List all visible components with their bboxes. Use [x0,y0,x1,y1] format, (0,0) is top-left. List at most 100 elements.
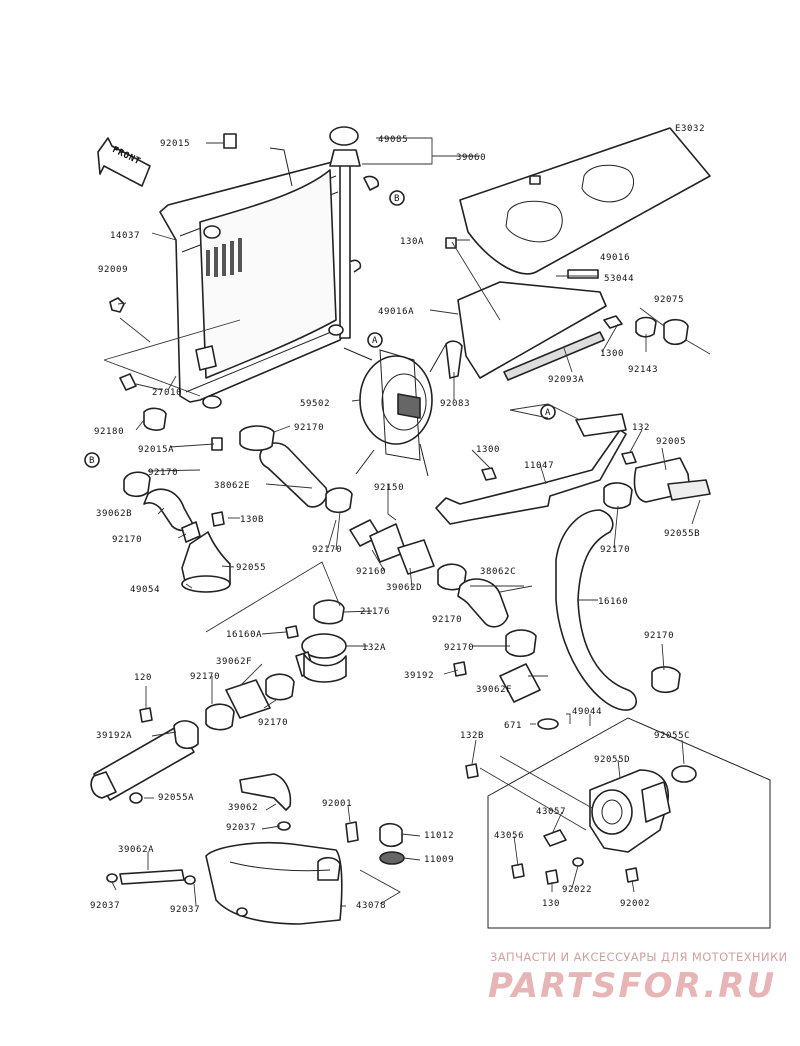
label-92180: 92180 [94,427,124,437]
label-92083: 92083 [440,399,470,409]
label-92055d: 92055D [594,755,630,765]
label-132b: 132B [460,731,484,741]
callout-b-2: B [84,452,100,468]
label-92143: 92143 [628,365,658,375]
hose-38062c [555,509,638,711]
pipe-39192 [499,663,541,703]
label-92037-a: 92037 [226,823,256,833]
hose-end-92170 [181,521,201,543]
bolt-130b [211,511,225,527]
bolt-120 [139,707,153,723]
label-92075: 92075 [654,295,684,305]
clip-92015 [223,133,237,149]
bolt-130 [545,869,559,885]
label-92055b: 92055B [664,529,700,539]
svg-text:B: B [394,194,400,204]
diagram-code: E3032 [675,124,705,134]
bolt-1300c [481,467,497,481]
label-92055c: 92055C [654,731,690,741]
label-92170-b: 92170 [148,468,178,478]
clamp-92170-f [603,482,633,510]
bolt-132 [621,451,637,465]
svg-text:A: A [545,408,551,418]
label-39192: 39062F [476,685,512,695]
clamp-92170-b [123,471,151,498]
label-16160: 92055 [236,563,266,573]
label-43057: 43057 [536,807,566,817]
label-39062b: 39062B [96,509,132,519]
sleeve-92180 [143,407,167,431]
label-92170-f: 92170 [432,615,462,625]
label-43056: 43056 [494,831,524,841]
water-pump-49044 [589,769,671,853]
label-92001: 92001 [322,799,352,809]
strip-53044 [567,269,599,279]
label-21176: 16160A [226,630,262,640]
washer-92022 [572,857,584,867]
hose-38062e [259,442,328,508]
label-92009: 92009 [98,265,128,275]
callout-a-2: A [540,404,556,420]
sensor-21176 [285,625,299,639]
watermark-brand-logo: PARTSFOR.RU [488,966,777,1006]
label-39062a: 39062A [118,845,154,855]
hose-39062a [119,869,185,885]
clamp-92170-h [205,703,235,731]
label-49016: 49016 [600,253,630,263]
clamp-92170-e [505,629,537,658]
bracket-11047 [435,413,627,525]
label-39062: 39062 [228,803,258,813]
bolt-92009 [109,297,125,313]
label-92170-c: 92170 [112,535,142,545]
label-39062f: 39062F [216,657,252,667]
seal-92083 [445,340,463,379]
plate-43057 [543,829,567,847]
label-92093a: 92093A [548,375,584,385]
label-1300c: 1300 [476,445,500,455]
hose-39062d [457,578,509,628]
label-92015: 92015 [160,139,190,149]
label-59502: 59502 [300,399,330,409]
svg-text:B: B [89,456,95,466]
label-92170-d: 92170 [312,545,342,555]
shroud-49016a [457,281,607,381]
radiator-cap [329,126,359,146]
cap-seal-11009 [379,851,405,865]
gasket-92055b [667,479,711,501]
watermark-tagline: ЗАПЧАСТИ И АКСЕССУАРЫ ДЛЯ МОТОТЕХНИКИ [490,950,788,964]
label-49054: 21176 [360,607,390,617]
front-arrow-icon: FRONT [97,137,151,187]
cap-11012 [379,822,403,848]
bolt-92002 [625,867,639,883]
label-49085: 49085 [378,135,408,145]
hose-39062b [143,488,195,532]
switch-27010 [119,373,137,391]
label-92150: 92150 [374,483,404,493]
grommet-92075 [663,318,689,346]
label-53044: 53044 [604,274,634,284]
label-49044: 49044 [572,707,602,717]
label-92022: 92022 [562,885,592,895]
bolt-132a [453,661,467,677]
clamp-92170-a [239,425,275,452]
thermostat-49054 [313,599,345,625]
label-132: 132 [632,423,650,433]
label-14037: 14037 [110,231,140,241]
label-92170-a: 92170 [294,423,324,433]
label-92005: 92005 [656,437,686,447]
label-92002: 92002 [620,899,650,909]
callout-b-1: B [389,190,405,206]
label-16160a: 132A [362,643,386,653]
label-92160: 92160 [356,567,386,577]
bolt-1300 [603,315,623,329]
oring-92055a [129,792,143,804]
bolt-43056 [511,863,525,879]
reservoir-43078 [205,841,343,925]
label-92170-i: 92170 [190,672,220,682]
label-27010: 27010 [152,388,182,398]
label-38062c: 16160 [598,597,628,607]
pipe-39192a [90,720,199,801]
label-671: 671 [504,721,522,731]
radiator-parts-diagram: E3032 FRONT B A A B [84,124,771,929]
